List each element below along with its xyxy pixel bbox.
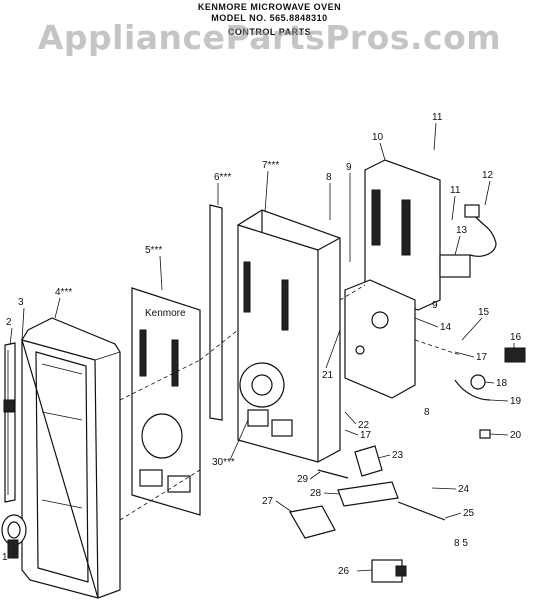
callout-label-17b: 17 <box>360 430 372 441</box>
callout-label-4: 4*** <box>55 287 72 298</box>
part-latch <box>289 505 336 539</box>
watermark: AppliancePartsPros.com <box>37 18 502 57</box>
part-control-panel: Kenmore <box>131 287 201 516</box>
part-switch-bracket <box>354 445 383 477</box>
callout-label-16: 16 <box>510 332 522 343</box>
callout-label-1: 1 <box>2 552 8 563</box>
callout-label-25: 25 <box>463 508 475 519</box>
callout-label-17a: 17 <box>476 352 488 363</box>
callout-label-22: 22 <box>358 420 370 431</box>
callout-label-23: 23 <box>392 450 404 461</box>
callout-label-13: 13 <box>456 225 468 236</box>
part-clip <box>3 399 15 413</box>
callout-label-28: 28 <box>310 488 322 499</box>
callout-label-26: 26 <box>338 566 350 577</box>
part-lever <box>337 481 399 507</box>
callout-label-19: 19 <box>510 396 522 407</box>
callout-label-2: 2 <box>6 317 12 328</box>
callout-label-14: 14 <box>440 322 452 333</box>
callout-label-8a: 8 <box>326 172 332 183</box>
part-connector <box>504 347 526 363</box>
diagram-brand-title: KENMORE MICROWAVE OVEN <box>197 2 342 12</box>
part-nut <box>470 374 486 390</box>
callout-labels: 1 2 3 4*** 5*** 6*** 7*** 8 8 9 9 10 11 … <box>2 112 522 577</box>
part-screw <box>479 429 491 439</box>
callout-label-20: 20 <box>510 430 522 441</box>
callout-label-15: 15 <box>478 307 490 318</box>
callout-label-3: 3 <box>18 297 24 308</box>
corner-code: 8 5 <box>454 538 468 549</box>
callout-label-30: 30*** <box>212 457 235 468</box>
leader-lines <box>9 122 515 572</box>
callout-label-7: 7*** <box>262 160 279 171</box>
diagram-section-title: CONTROL PARTS <box>227 27 312 37</box>
part-control-housing <box>237 209 341 463</box>
callout-label-29: 29 <box>297 474 309 485</box>
callout-label-18: 18 <box>496 378 508 389</box>
callout-label-24: 24 <box>458 484 470 495</box>
part-rod <box>397 501 446 521</box>
callout-label-11a: 11 <box>432 112 443 123</box>
part-mounting-bracket <box>344 279 416 399</box>
callout-label-11b: 11 <box>450 185 461 196</box>
part-wire-lead <box>454 379 491 401</box>
diagram-model-number: MODEL NO. 565.8848310 <box>211 13 328 23</box>
assembly-lines <box>119 284 461 521</box>
part-vertical-bracket <box>209 204 223 421</box>
panel-brand-label: Kenmore <box>145 308 186 319</box>
callout-label-5: 5*** <box>145 245 162 256</box>
callout-label-10: 10 <box>372 132 384 143</box>
part-circuit-board <box>364 159 441 311</box>
callout-label-6: 6*** <box>214 172 231 183</box>
part-switch <box>371 559 407 583</box>
callout-label-27: 27 <box>262 496 274 507</box>
part-relay-block <box>439 254 471 278</box>
callout-label-12: 12 <box>482 170 494 181</box>
part-knob <box>1 514 27 559</box>
callout-label-21: 21 <box>322 370 334 381</box>
part-door-frame <box>21 317 121 599</box>
part-pin <box>317 469 349 479</box>
callout-label-9a: 9 <box>346 162 352 173</box>
callout-label-8b: 8 <box>424 407 430 418</box>
part-wire-harness <box>464 204 497 257</box>
callout-label-9b: 9 <box>432 300 438 311</box>
part-strip <box>4 342 16 503</box>
